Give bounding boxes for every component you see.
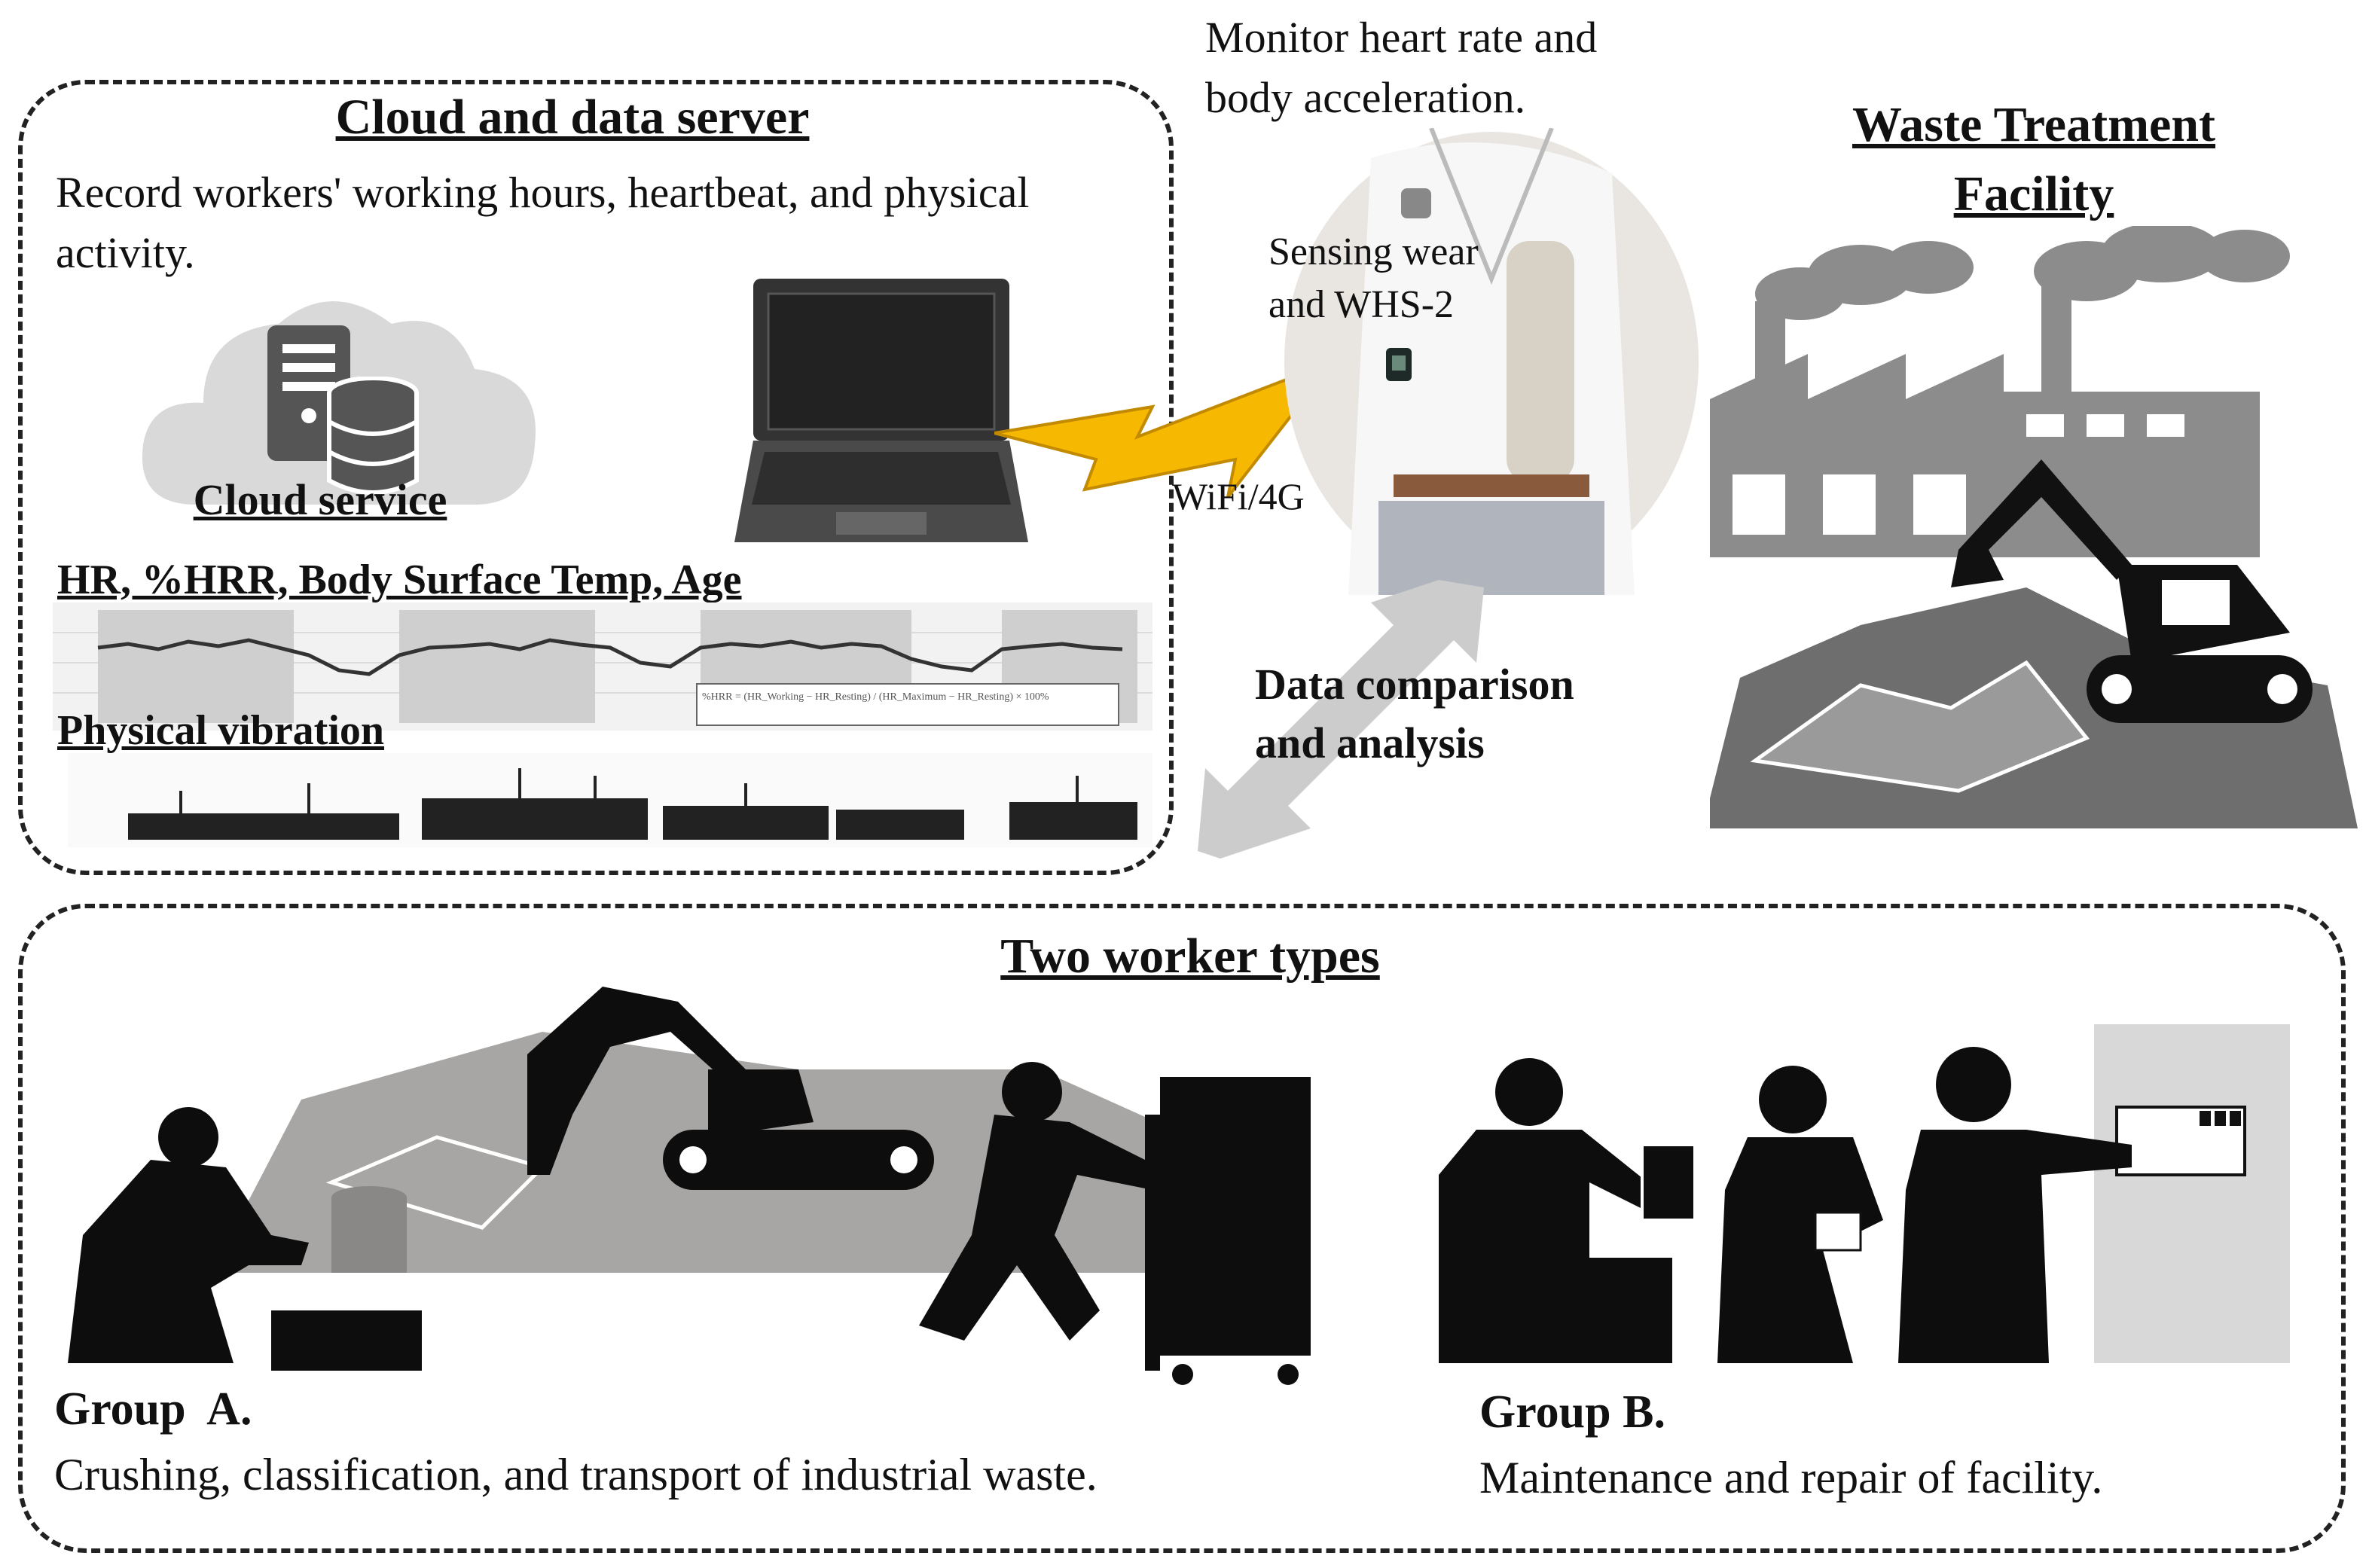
- vibration-chart-label: Physical vibration: [57, 707, 385, 754]
- excavator-icon: [1710, 459, 2358, 828]
- cloud-panel-title: Cloud and data server: [335, 90, 810, 145]
- hr-chart-label: HR, %HRR, Body Surface Temp, Age: [57, 557, 742, 603]
- cloud-panel-border: [18, 80, 1174, 875]
- workers-panel-title: Two worker types: [1000, 929, 1380, 984]
- group-b-name: Group B.: [1479, 1386, 1665, 1438]
- sensing-wear-label: Sensing wear and WHS-2: [1268, 230, 1479, 326]
- facility-title: Waste Treatment Facility: [1852, 97, 2216, 221]
- laptop-icon: [734, 279, 1028, 542]
- wifi-4g-label: WiFi/4G: [1172, 475, 1305, 517]
- group-a-scene: [68, 987, 1311, 1385]
- cloud-panel-description: Record workers' working hours, heartbeat…: [56, 168, 1030, 277]
- workers-panel-border: [18, 904, 2346, 1553]
- analysis-label: Data comparison and analysis: [1255, 660, 1574, 767]
- lightning-icon: [994, 358, 1338, 499]
- group-a-name: Group A.: [54, 1383, 252, 1435]
- cloud-service-label: Cloud service: [193, 475, 447, 524]
- sensor-worker-photo: [1284, 128, 1699, 595]
- database-icon: [327, 377, 419, 495]
- vibration-chart: [68, 753, 1152, 847]
- sensor-device-icon: [1386, 348, 1412, 381]
- group-b-scene: [1439, 1024, 2290, 1363]
- double-arrow-icon: [1198, 580, 1484, 859]
- monitor-description: Monitor heart rate and body acceleration…: [1205, 13, 1598, 122]
- group-a-description: Crushing, classification, and transport …: [54, 1450, 1098, 1499]
- hrr-formula: %HRR = (HR_Working − HR_Resting) / (HR_M…: [702, 691, 1049, 703]
- group-b-description: Maintenance and repair of facility.: [1479, 1453, 2103, 1502]
- hr-chart: [53, 602, 1152, 731]
